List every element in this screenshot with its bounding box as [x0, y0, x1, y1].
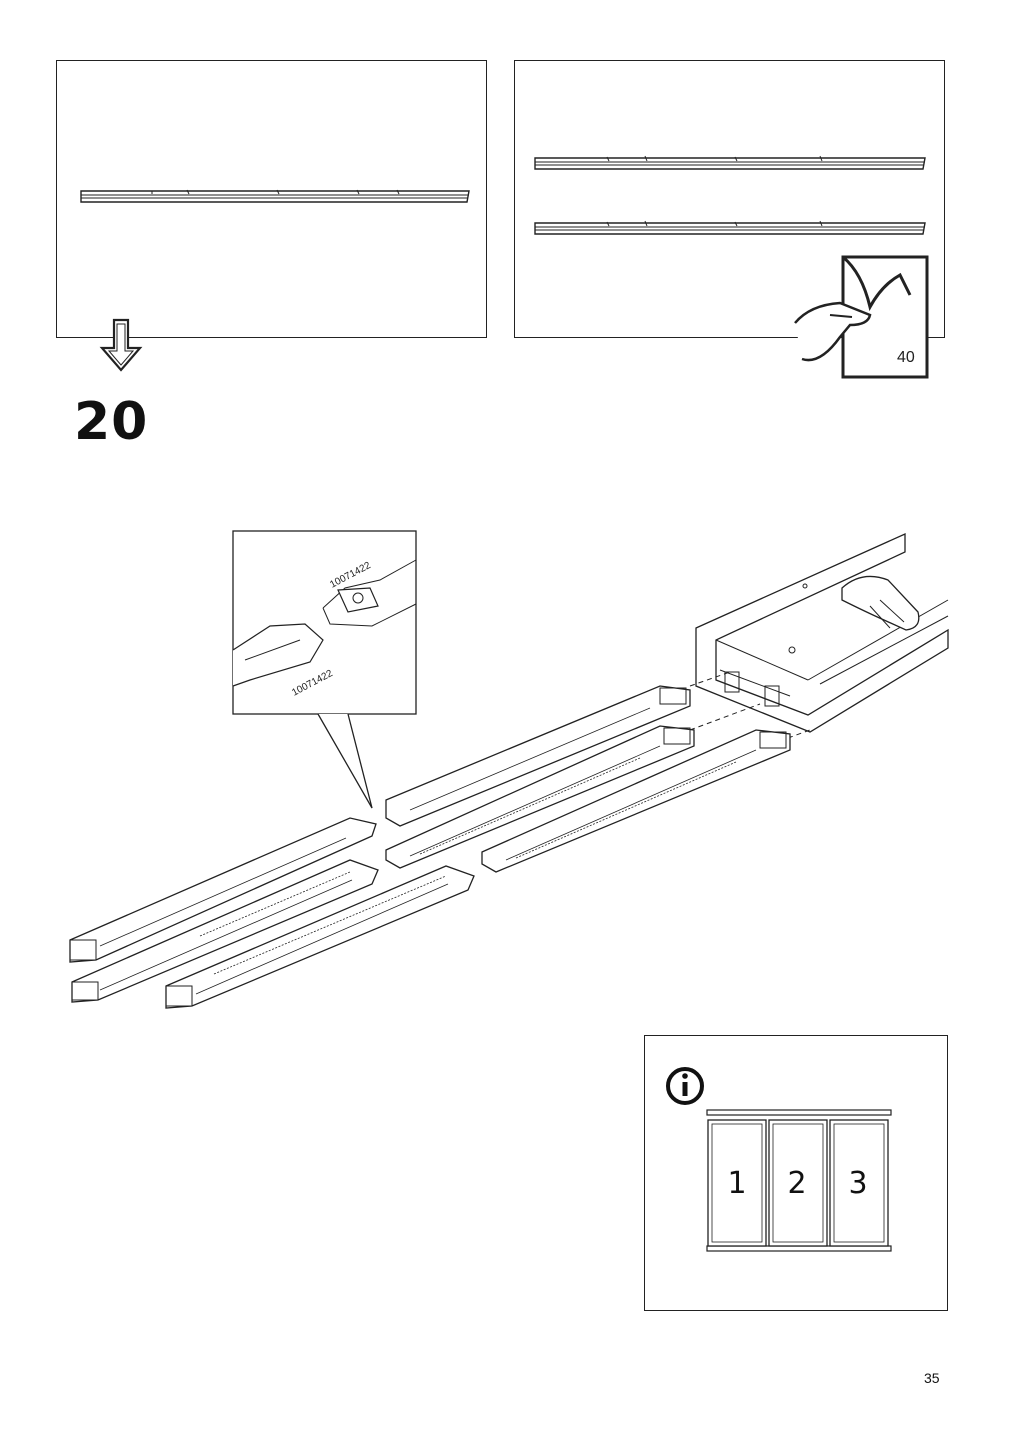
info-icon: [666, 1067, 704, 1105]
detail-callout: 10071422 10071422: [232, 530, 417, 809]
door-label-1: 1: [727, 1166, 747, 1201]
page-turn-reference[interactable]: 40: [790, 255, 930, 380]
door-3: [829, 1119, 889, 1247]
down-arrow-icon: [99, 318, 143, 372]
top-track-profile: [695, 532, 949, 733]
door-order-illustration: [666, 1067, 892, 1252]
rail-illustration-single: [80, 189, 470, 203]
info-box: 1 2 3: [644, 1035, 948, 1311]
step-number: 20: [74, 392, 149, 452]
door-1: [707, 1119, 767, 1247]
door-label-2: 2: [787, 1166, 807, 1201]
runner-parts: [69, 685, 791, 1009]
page-number: 35: [924, 1370, 940, 1386]
previous-step-panel-single-rail: [56, 60, 487, 338]
rail-illustration-double: [534, 155, 926, 235]
reference-page-number: 40: [897, 349, 915, 366]
page-turn-hand-icon: 40: [794, 255, 929, 379]
door-2: [768, 1119, 828, 1247]
door-label-3: 3: [848, 1166, 868, 1201]
main-assembly-illustration: 10071422 10071422: [69, 530, 949, 1009]
